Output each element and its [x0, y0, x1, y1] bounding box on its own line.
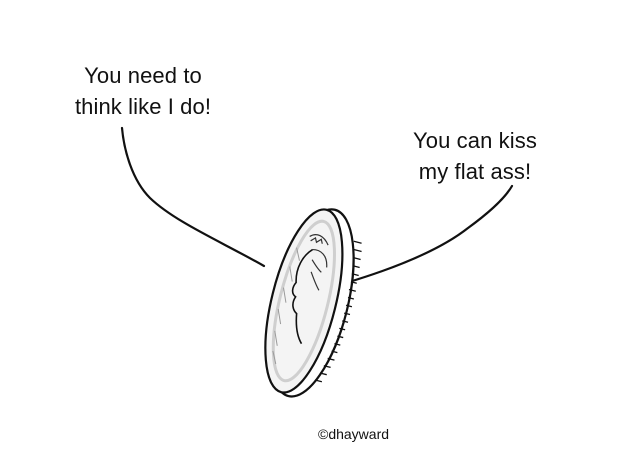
artist-credit: ©dhayward [318, 426, 390, 442]
speech-left-line-1: You need to [84, 63, 202, 88]
speech-right-line-2: my flat ass! [418, 159, 532, 184]
speech-left: You need to think like I do! [48, 60, 238, 122]
speech-left-line-2: think like I do! [74, 94, 212, 119]
coin-shading [272, 247, 300, 365]
speech-line-right [347, 184, 514, 284]
speech-right: You can kiss my flat ass! [380, 125, 570, 187]
speech-line-left [120, 126, 266, 268]
coin-face-ring [271, 219, 336, 383]
coin [264, 208, 362, 398]
speech-right-line-1: You can kiss [413, 128, 537, 153]
coin-face [264, 208, 344, 394]
coin-profile-head [291, 248, 314, 345]
coin-lettering [309, 234, 329, 246]
coin-ridges [314, 240, 362, 383]
coin-profile-hair [310, 248, 328, 291]
